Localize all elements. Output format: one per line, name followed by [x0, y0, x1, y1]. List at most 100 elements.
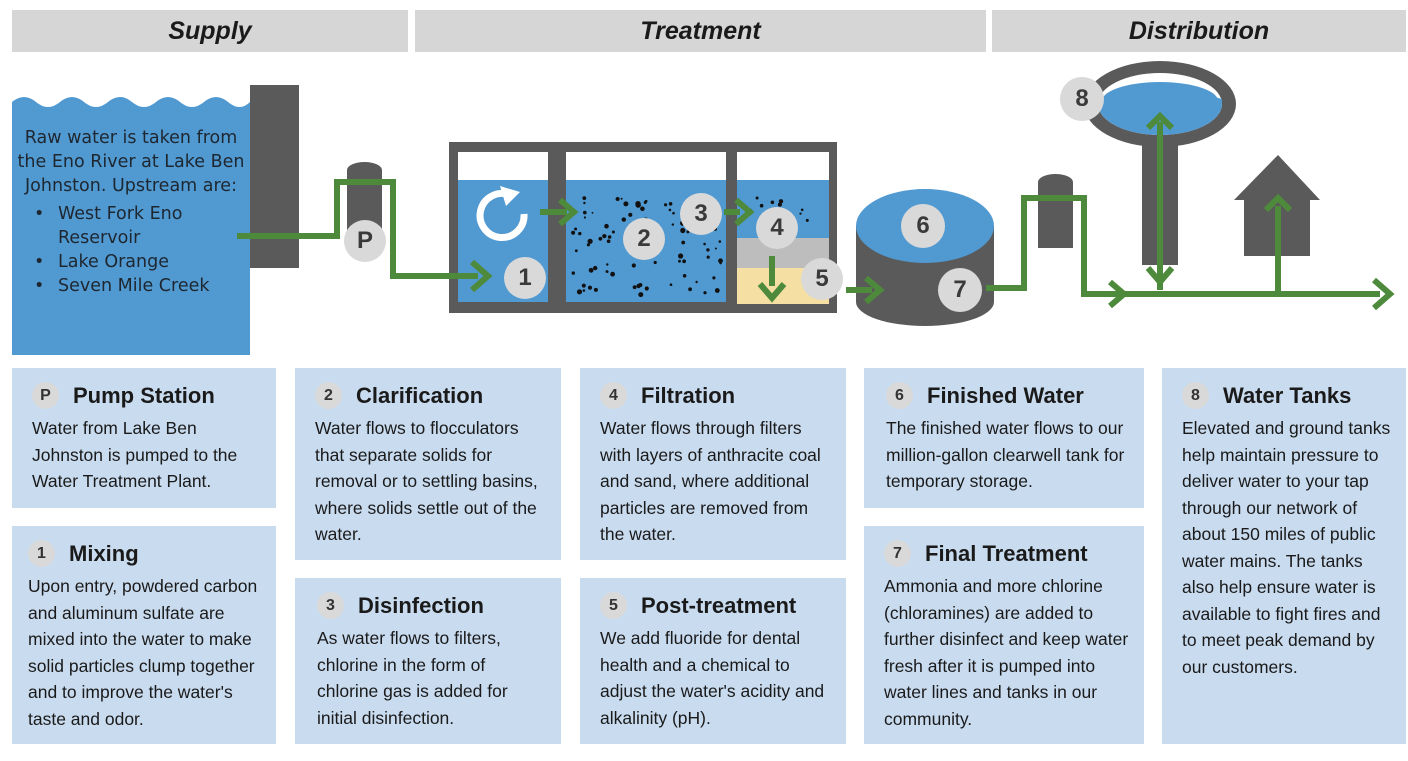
card-description: We add fluoride for dental health and a …: [600, 628, 825, 728]
card-filtration: 4 Filtration Water flows through filters …: [580, 368, 846, 560]
card-description: As water flows to filters, chlorine in t…: [317, 628, 508, 728]
floc-particle: [678, 253, 684, 259]
floc-particle: [678, 259, 681, 263]
floc-particle: [598, 236, 603, 241]
supply-intro: Raw water is taken from the Eno River at…: [17, 128, 245, 196]
floc-particle: [719, 262, 722, 265]
mixing-rotation-icon: [476, 190, 528, 241]
upstream-source-item: Seven Mile Creek: [34, 274, 248, 298]
floc-particle: [640, 206, 645, 212]
floc-particle: [582, 196, 587, 201]
floc-particle: [805, 218, 809, 222]
floc-particle: [671, 223, 674, 226]
card-description: Water from Lake Ben Johnston is pumped t…: [32, 418, 238, 491]
card-description: The finished water flows to our million-…: [886, 418, 1125, 491]
upstream-source-item: West Fork Eno Reservoir: [34, 202, 248, 250]
floc-particle: [682, 274, 687, 278]
upstream-source-item: Lake Orange: [34, 250, 248, 274]
floc-particle: [680, 227, 686, 234]
floc-particle: [718, 258, 723, 264]
card-title: Post-treatment: [641, 592, 797, 618]
floc-particle: [620, 197, 623, 200]
floc-particle: [644, 286, 649, 291]
supply-description: Raw water is taken from the Eno River at…: [14, 126, 248, 298]
house-icon: [1234, 155, 1320, 256]
floc-particle: [759, 203, 764, 208]
card-title: Filtration: [641, 382, 736, 408]
step-number-badge: 1: [28, 540, 55, 567]
floc-particle: [712, 276, 716, 280]
intake-tower: [250, 85, 299, 268]
floc-particle: [623, 201, 629, 207]
floc-particle: [588, 267, 594, 273]
arrowhead-to-clarification: [558, 197, 579, 227]
floc-particle: [778, 199, 784, 204]
floc-particle: [611, 230, 615, 234]
floc-particle: [755, 196, 759, 200]
arrowhead-to-mixing: [470, 259, 493, 293]
floc-particle: [664, 203, 668, 207]
floc-particle: [586, 243, 591, 247]
basin-wall-2: [726, 142, 737, 246]
floc-particle: [777, 202, 782, 207]
floc-particle: [706, 248, 710, 252]
floc-particle: [714, 288, 720, 293]
floc-particle: [587, 238, 593, 244]
step-number-badge: 4: [600, 382, 627, 409]
step-number-badge: 6: [886, 382, 913, 409]
floc-particle: [583, 216, 587, 219]
step-number-badge: 5: [600, 592, 627, 619]
floc-particle: [578, 231, 582, 236]
card-description: Water flows through filters with layers …: [600, 418, 821, 544]
floc-particle: [610, 271, 615, 277]
clarification-basin-air: [566, 152, 726, 180]
floc-particle: [635, 201, 641, 207]
floc-particle: [718, 240, 722, 243]
distribution-pump-housing: [1038, 182, 1073, 248]
arrowhead-to-filter: [734, 197, 755, 227]
card-title: Pump Station: [73, 382, 215, 408]
phase-header-distribution: Distribution: [992, 10, 1406, 52]
arrowhead-house-up: [1263, 193, 1293, 213]
floc-particle: [574, 227, 578, 231]
mixing-rotation-arrowhead: [500, 186, 520, 206]
floc-particle: [668, 208, 672, 212]
floc-particle: [631, 263, 636, 268]
basin-water-surface-2: [566, 180, 726, 190]
floc-particle: [706, 255, 710, 259]
basin-water-surface-3: [737, 180, 829, 190]
flow-pipe-intake: [237, 179, 478, 279]
floc-particle: [628, 212, 633, 217]
upstream-sources-list: West Fork Eno Reservoir Lake Orange Seve…: [14, 202, 248, 298]
floc-particle: [606, 239, 611, 243]
flow-pipe-distribution: [986, 195, 1380, 297]
floc-particle: [770, 200, 775, 205]
floc-particle: [581, 283, 586, 288]
water-tower-surface: [1102, 82, 1218, 120]
step-number-badge: 8: [1182, 382, 1209, 409]
floc-particle: [669, 283, 673, 287]
badge-water-tanks: 8: [1060, 77, 1104, 121]
badge-clarification: 2: [623, 218, 665, 260]
step-number-badge: 7: [884, 540, 911, 567]
floc-particle: [632, 285, 637, 290]
floc-particle: [591, 211, 594, 214]
floc-particle: [695, 280, 698, 284]
floc-particle: [604, 234, 607, 237]
basin-water-surface: [458, 180, 548, 190]
floc-particle: [606, 263, 609, 266]
floc-particle: [800, 208, 804, 212]
badge-pump: P: [344, 220, 386, 262]
step-number-badge: 2: [315, 382, 342, 409]
pump-station-top: [347, 162, 382, 178]
floc-particle: [583, 210, 587, 215]
arrowhead-to-clearwell: [864, 275, 885, 305]
floc-particle: [638, 292, 644, 298]
floc-particle: [574, 249, 578, 253]
badge-mixing: 1: [504, 257, 546, 299]
